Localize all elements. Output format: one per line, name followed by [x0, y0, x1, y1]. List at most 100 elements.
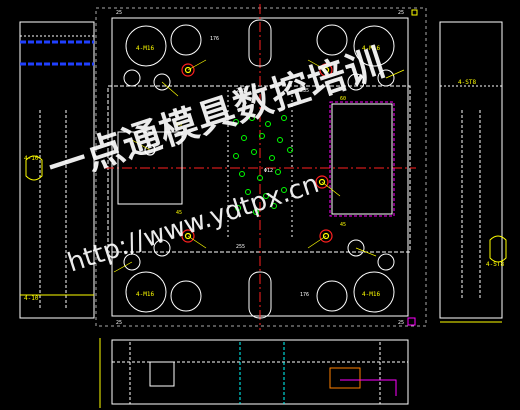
ejector-pin-3	[281, 115, 287, 121]
section-pocket-1	[149, 361, 175, 387]
screw-hole-tr-b	[347, 73, 365, 91]
main-plan-view	[95, 4, 427, 330]
ejector-pin-18	[253, 209, 259, 215]
ejector-pin-10	[287, 147, 293, 153]
bottom-center-slot	[248, 271, 272, 319]
section-magenta-path	[340, 379, 397, 396]
screw-hole-tr	[377, 69, 395, 87]
leader-6	[385, 69, 405, 79]
leader-7	[113, 261, 133, 273]
support-hole-5-core	[318, 178, 326, 186]
ejector-pin-16	[281, 187, 287, 193]
support-hole-5	[315, 175, 329, 189]
leader-1	[307, 59, 327, 71]
insert-hole-left	[144, 144, 156, 156]
dimension-leaders	[113, 59, 405, 273]
dim-text-5: 176	[300, 292, 309, 298]
left-insert-pocket	[117, 131, 183, 205]
guide-hole-bl	[125, 271, 167, 313]
dim-text-4: 176	[210, 36, 219, 42]
support-hole-3-core	[184, 232, 192, 240]
corner-label-tr: 4-M16	[362, 45, 380, 52]
leader-9	[161, 81, 179, 97]
right-insert-pocket	[331, 103, 393, 215]
support-holes	[144, 63, 333, 243]
ejector-pin-4	[241, 135, 247, 141]
plate-hidden-frame	[107, 85, 411, 253]
ejector-pin-field	[233, 115, 293, 215]
right-view-slot	[489, 235, 507, 263]
guide-hole-bl-2	[170, 280, 202, 312]
corner-marker-br	[407, 317, 416, 326]
plan-outer-dim-frame	[95, 7, 427, 327]
corner-marker-tr	[411, 9, 418, 16]
bottom-section-view	[99, 338, 409, 408]
ejector-pin-7	[233, 153, 239, 159]
leader-3	[307, 235, 327, 249]
leader-0	[187, 59, 207, 71]
top-center-slot	[248, 19, 272, 67]
dim-text-0: 25	[116, 10, 122, 16]
ejector-pin-14	[245, 189, 251, 195]
support-hole-2-core	[322, 66, 330, 74]
center-mark-label: Φ12	[264, 168, 273, 174]
dim-text-2: 25	[116, 320, 122, 326]
section-pocket-2	[329, 367, 361, 389]
ejector-pin-11	[239, 171, 245, 177]
dim-text-6: 250	[236, 88, 245, 94]
dim-text-10: 60	[340, 96, 346, 102]
left-view-outline	[19, 21, 95, 319]
right-side-view	[439, 21, 507, 323]
dim-text-8: 255	[236, 244, 245, 250]
dim-text-3: 25	[398, 320, 404, 326]
ejector-pin-1	[249, 115, 255, 121]
guide-hole-tr	[353, 25, 395, 67]
left-side-view	[19, 21, 95, 319]
corner-label-br: 4-M16	[362, 291, 380, 298]
leader-2	[187, 235, 207, 249]
guide-holes	[123, 24, 395, 313]
ejector-pin-19	[271, 203, 277, 209]
leader-8	[355, 247, 377, 257]
dim-text-9: 60	[176, 122, 182, 128]
dim-text-7: 235	[300, 88, 309, 94]
corner-label-bl: 4-M16	[136, 291, 154, 298]
screw-hole-tl	[123, 69, 141, 87]
ejector-pin-5	[259, 133, 265, 139]
screw-hole-tl-b	[153, 73, 171, 91]
support-hole-3	[181, 229, 195, 243]
right-side-label-bottom: 4-ST8	[486, 261, 504, 268]
ejector-pin-9	[269, 155, 275, 161]
left-side-label-bottom: 4-10	[24, 295, 39, 302]
ejector-pin-2	[265, 121, 271, 127]
ejector-pin-6	[277, 137, 283, 143]
right-side-label-top: 4-ST8	[458, 79, 476, 86]
screw-hole-bl	[123, 253, 141, 271]
ejector-pin-0	[233, 119, 239, 125]
right-view-outline	[439, 21, 503, 319]
guide-hole-tl	[125, 25, 167, 67]
left-side-label-mid: 4-10	[24, 155, 39, 162]
section-outline	[111, 339, 409, 405]
dim-text-12: 45	[340, 222, 346, 228]
guide-hole-tr-2	[316, 24, 348, 56]
right-insert-hidden	[329, 101, 395, 217]
screw-hole-br	[377, 253, 395, 271]
guide-hole-br	[353, 271, 395, 313]
support-hole-1-core	[184, 66, 192, 74]
ejector-pin-17	[235, 205, 241, 211]
guide-hole-br-2	[316, 280, 348, 312]
guide-hole-tl-2	[170, 24, 202, 56]
dim-text-1: 25	[398, 10, 404, 16]
support-hole-2	[319, 63, 333, 77]
left-view-slot	[25, 155, 43, 181]
support-hole-4	[319, 229, 333, 243]
support-hole-1	[181, 63, 195, 77]
screw-hole-bl-b	[153, 239, 171, 257]
leader-5	[321, 181, 341, 197]
ejector-pin-8	[251, 149, 257, 155]
screw-hole-br-b	[347, 239, 365, 257]
ejector-pin-15	[263, 193, 269, 199]
support-hole-4-core	[322, 232, 330, 240]
